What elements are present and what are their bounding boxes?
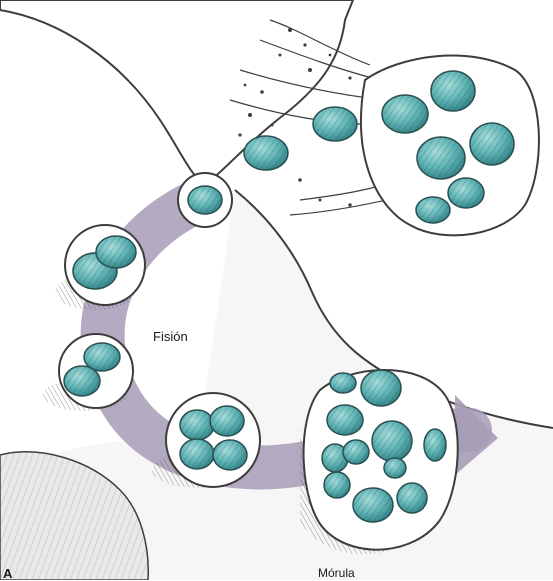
panel-letter: A <box>3 566 12 581</box>
morula-label: Mórula <box>318 566 355 580</box>
four-cell-zona <box>166 393 260 487</box>
fision-label: Fisión <box>153 329 188 344</box>
tube-wall-upper <box>0 0 353 185</box>
